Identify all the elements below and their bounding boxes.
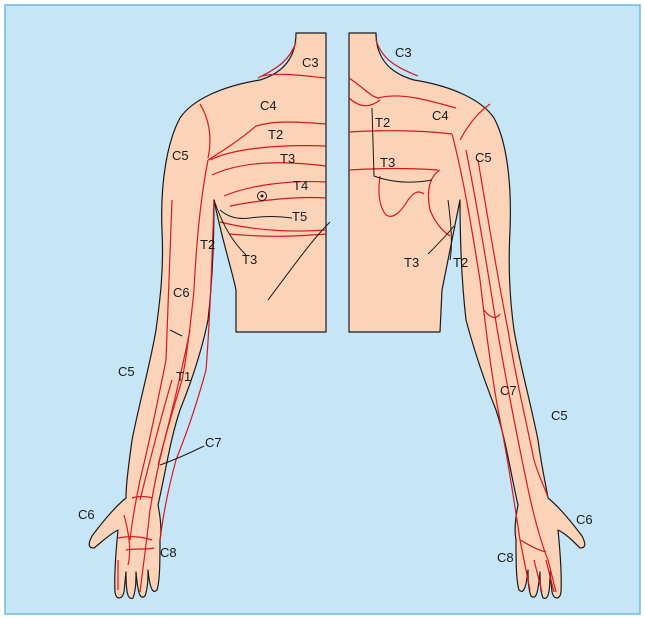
label-front-c5-shoulder: C5 [172,148,189,163]
label-front-c8: C8 [160,545,177,560]
label-back-c5-arm: C5 [551,408,568,423]
label-back-c7: C7 [500,383,517,398]
label-front-t3-lower: T3 [242,252,257,267]
label-front-t3-chest: T3 [280,151,295,166]
label-front-c5-arm: C5 [118,364,135,379]
label-front-t2-arm: T2 [200,237,215,252]
label-front-t5: T5 [292,209,307,224]
label-back-c3: C3 [395,45,412,60]
nipple-center [261,195,264,198]
label-front-t1: T1 [176,369,191,384]
label-back-t3-lower: T3 [404,255,419,270]
label-front-c3: C3 [302,55,319,70]
label-front-t2-chest: T2 [268,127,283,142]
label-back-c8: C8 [497,550,514,565]
label-front-t4: T4 [293,178,308,193]
label-back-c5-shoulder: C5 [475,150,492,165]
label-back-t2-upper: T2 [375,115,390,130]
label-back-c6-hand: C6 [576,512,593,527]
label-front-c6-hand: C6 [78,507,95,522]
label-front-c4: C4 [260,98,277,113]
label-back-t3-upper: T3 [380,155,395,170]
label-back-t2-lower: T2 [453,255,468,270]
label-front-c7: C7 [205,435,222,450]
label-front-c6-arm: C6 [173,285,190,300]
label-back-c4: C4 [432,108,449,123]
